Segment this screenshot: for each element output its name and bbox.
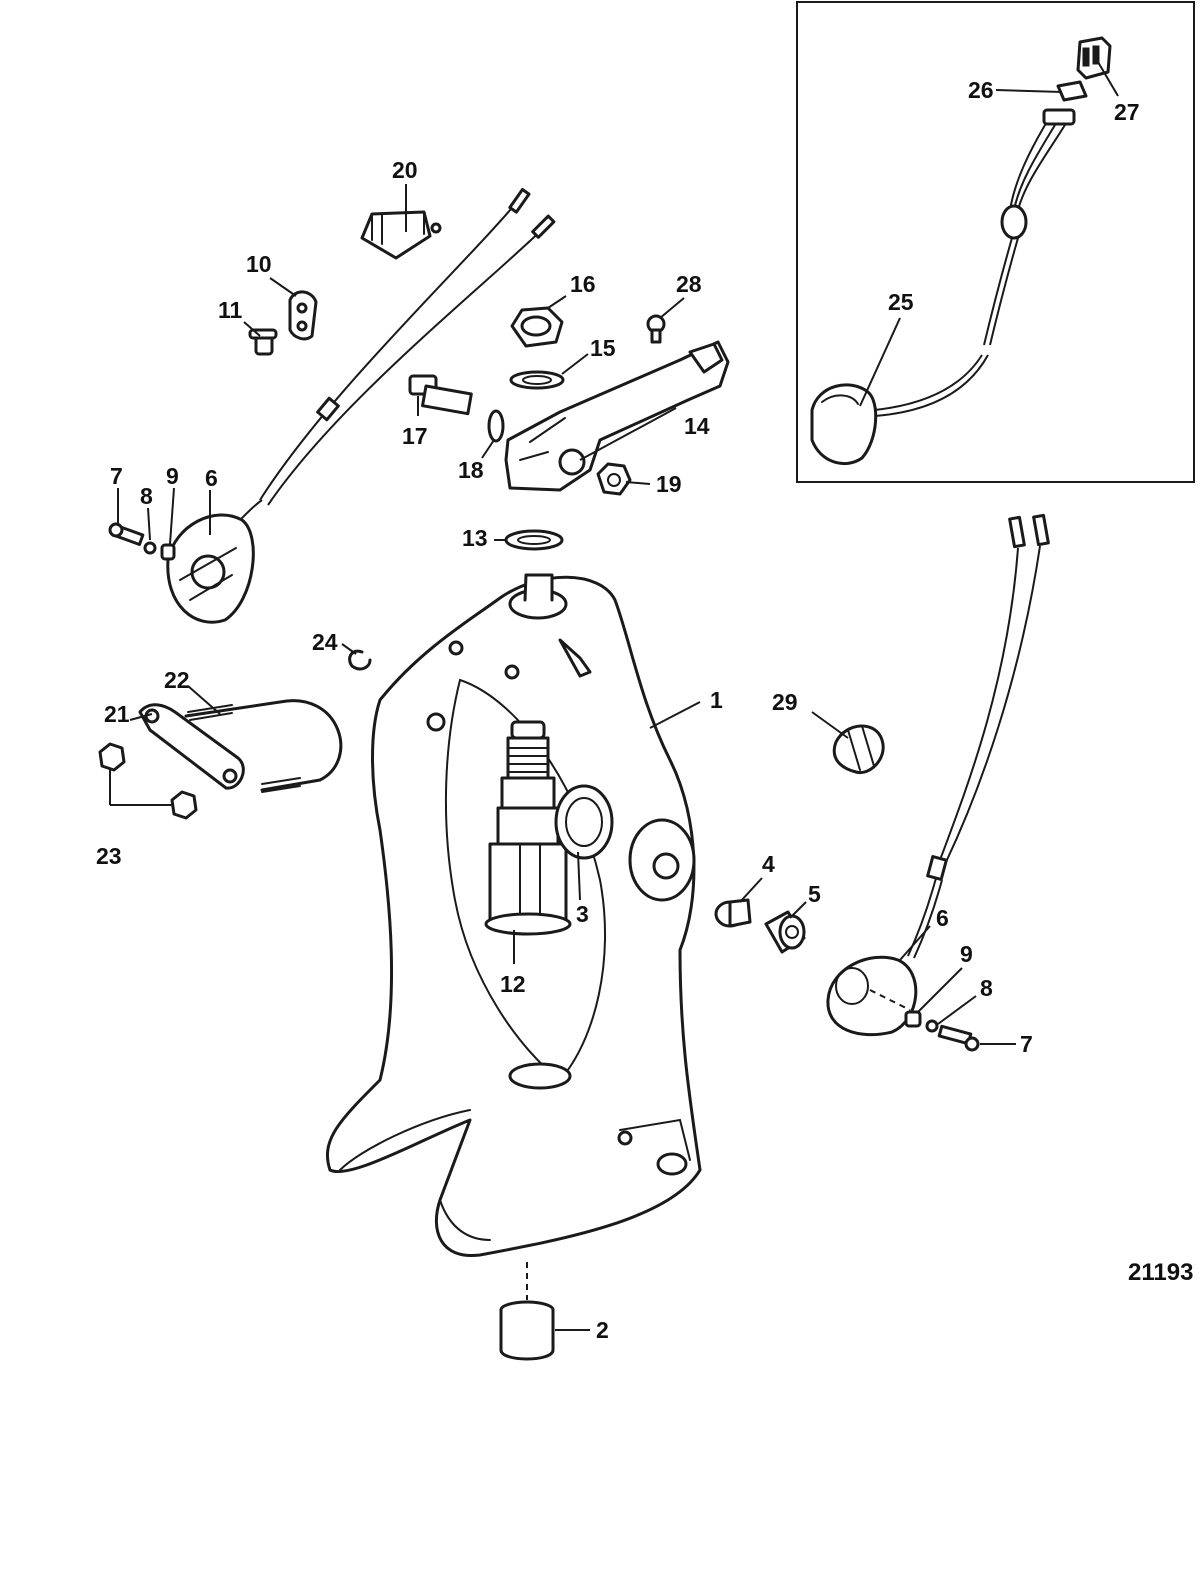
callout-25: 25 (888, 289, 914, 315)
part-22-u-bolt (184, 699, 343, 793)
part-17-bolt (408, 374, 473, 416)
callout-labels: 1 2 3 4 5 6 6 7 7 8 8 9 9 10 11 12 13 14… (96, 77, 1140, 1343)
part-7-screw-left (108, 522, 145, 546)
part-10-plate (288, 290, 318, 341)
callout-15: 15 (590, 335, 616, 361)
part-23-nut-a (98, 742, 126, 772)
callout-6-left: 6 (205, 465, 218, 491)
part-6-left-trim-sender (166, 188, 556, 624)
part-4-bushing (714, 898, 752, 928)
callout-9-right: 9 (960, 941, 973, 967)
part-9-spacer-left (160, 543, 176, 561)
callout-12: 12 (500, 971, 526, 997)
part-25-trim-sender-harness (810, 108, 1076, 466)
part-15-washer (509, 370, 565, 390)
callout-28: 28 (676, 271, 702, 297)
callout-29: 29 (772, 689, 798, 715)
figure-number: 21193 (1128, 1259, 1193, 1286)
part-27-connector (1076, 36, 1112, 80)
part-28-screw (646, 314, 666, 344)
callout-22: 22 (164, 667, 190, 693)
callout-5: 5 (808, 881, 821, 907)
part-21-plate (138, 703, 245, 790)
callout-14: 14 (684, 413, 710, 439)
callout-7-right: 7 (1020, 1031, 1033, 1057)
part-14-steering-arm (504, 340, 730, 492)
part-2-bushing (499, 1300, 555, 1361)
callout-26: 26 (968, 77, 994, 103)
callout-8-right: 8 (980, 975, 993, 1001)
callout-13: 13 (462, 525, 488, 551)
part-5-bushing (764, 910, 806, 954)
callout-9-left: 9 (166, 463, 179, 489)
part-12-pivot-pin (484, 720, 572, 936)
callout-7-left: 7 (110, 463, 123, 489)
callout-17: 17 (402, 423, 428, 449)
callout-16: 16 (570, 271, 596, 297)
part-3-washer (554, 784, 614, 860)
callout-2: 2 (596, 1317, 609, 1343)
callout-1: 1 (710, 687, 723, 713)
callout-18: 18 (458, 457, 484, 483)
part-20-bracket (360, 210, 442, 260)
callout-6-right: 6 (936, 905, 949, 931)
part-16-nut (510, 306, 564, 348)
part-9-spacer-right (904, 1010, 922, 1028)
part-7-screw-right (937, 1024, 980, 1052)
callout-3: 3 (576, 901, 589, 927)
part-24-clip (348, 649, 372, 671)
callout-19: 19 (656, 471, 682, 497)
callout-10: 10 (246, 251, 272, 277)
callout-20: 20 (392, 157, 418, 183)
part-8-washer-right (925, 1019, 939, 1033)
inset-frame (796, 1, 1195, 483)
part-19-nut (596, 462, 632, 496)
callout-8-left: 8 (140, 483, 153, 509)
part-8-washer-left (143, 541, 157, 555)
part-26-terminal-clip (1056, 80, 1088, 102)
callout-23: 23 (96, 843, 122, 869)
callout-4: 4 (762, 851, 775, 877)
part-11-screw (248, 328, 278, 356)
callout-27: 27 (1114, 99, 1140, 125)
part-6-right-trim-sender (826, 513, 1050, 1037)
leader-lines (109, 61, 1119, 1331)
part-23-nut-b (170, 790, 198, 820)
callout-21: 21 (104, 701, 130, 727)
callout-24: 24 (312, 629, 338, 655)
part-13-washer (504, 529, 564, 551)
part-18-oring (487, 409, 505, 443)
callout-11: 11 (218, 297, 243, 323)
